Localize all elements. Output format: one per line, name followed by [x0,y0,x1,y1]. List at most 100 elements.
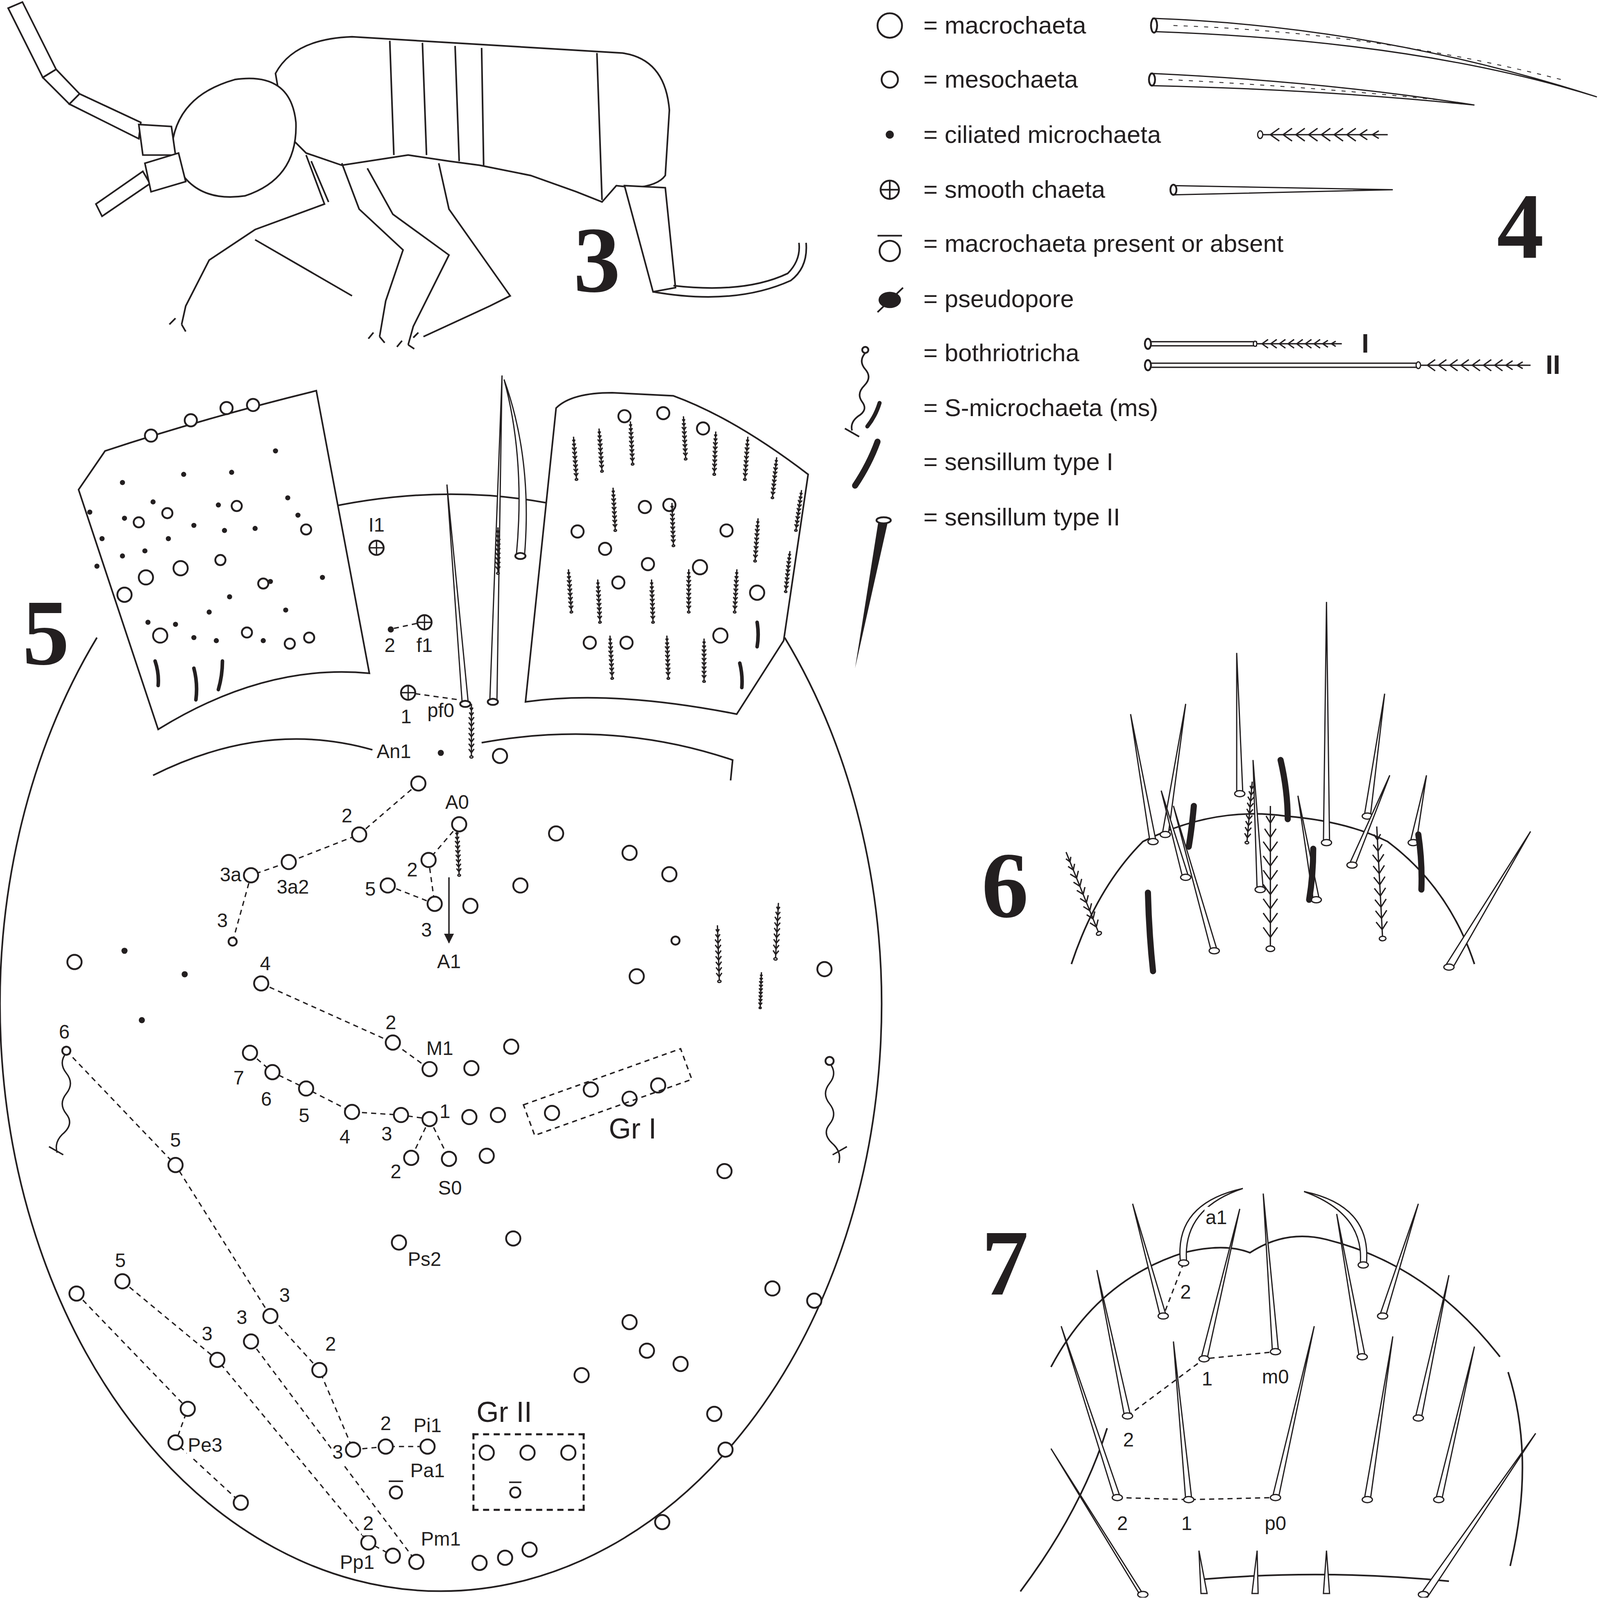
chaeta-label: 2 [340,804,354,828]
labial-detail [1358,1262,1369,1269]
head-chaetotaxy [479,1445,495,1461]
head-chaetotaxy [650,1078,666,1093]
sensilla-detail [1130,714,1156,842]
antenna-chaetae [657,407,670,420]
labial-detail [1251,1550,1258,1594]
antenna-chaetae [686,569,691,614]
sensilla-detail [1062,850,1104,938]
head-chaetotaxy [253,976,269,991]
antenna-chaetae [94,563,100,569]
antenna-chaetae [638,500,651,514]
head-chaetotaxy [490,1108,506,1123]
antenna-chaetae [495,527,501,575]
head-chaetotaxy [492,748,508,764]
antenna-chaetae [181,471,186,477]
chaeta-label: 2 [362,1513,375,1536]
antenna-chaetae [696,422,710,435]
chaeta-label: S0 [437,1177,463,1201]
antenna-chaetae [610,487,618,532]
head-chaetotaxy [765,1281,780,1297]
chaeta-label: 2 [1179,1281,1193,1305]
legend-symbols [877,287,903,313]
legend-symbols [885,130,894,139]
antenna-chaetae [241,627,252,638]
sensilla-detail [1348,775,1390,866]
antenna-chaetae [145,429,158,442]
head-chaetotaxy [520,1445,535,1461]
habitus-drawing [95,171,150,217]
head-chaetotaxy [251,1341,417,1563]
antenna-chaetae [191,635,197,641]
labial-detail [1178,1260,1189,1267]
chaeta-label: 5 [364,878,377,902]
head-chaetotaxy [452,817,467,832]
head-outline [78,390,370,730]
chaeta-label: A1 [436,951,463,974]
head-chaetotaxy [427,897,442,912]
chaeta-label: 1 [438,1101,451,1124]
head-chaetotaxy [232,783,419,942]
habitus-drawing [341,163,403,343]
head-outline [525,392,809,715]
habitus-drawing [624,185,676,292]
head-chaetotaxy [69,1286,84,1301]
antenna-chaetae [742,436,751,481]
chaeta-label: 3 [200,1323,214,1347]
habitus-drawing [413,163,511,338]
chaeta-label: 5 [113,1249,127,1273]
group-outline [518,1038,698,1147]
antenna-chaetae [87,375,804,759]
head-chaetotaxy [401,685,416,701]
chaeta-label: 2 [384,1012,397,1035]
chaeta-label: 2 [389,1161,403,1184]
head-chaetotaxy [168,1158,183,1173]
head-chaetotaxy [817,962,832,977]
antenna-chaetae [702,638,707,683]
sensilla-detail [1445,831,1531,970]
chaeta-label: M1 [425,1037,455,1061]
chaeta-label: 2 [405,858,419,882]
antenna-chaetae [681,416,688,461]
head-chaetotaxy [422,1062,437,1077]
antenna-chaetae [258,578,269,589]
head-chaetotaxy [673,1357,688,1372]
head-chaetotaxy [825,1063,847,1164]
antenna-chaetae [226,594,232,600]
head-chaetotaxy [168,1435,183,1451]
legend-symbols [845,353,869,437]
chaeta-label: 3 [420,919,433,942]
figure-number: 4 [1495,172,1546,281]
labial-detail [1122,1413,1133,1420]
chaeta-label: An1 [375,740,413,764]
head-chaetotaxy [622,845,637,861]
antenna-chaetae [285,495,291,501]
antenna-chaetae [120,553,125,559]
labial-detail [1415,1275,1449,1419]
habitus-drawing [171,78,296,198]
legend-symbols [1151,73,1475,105]
head-chaetotaxy [243,1334,259,1349]
head-chaetotaxy [62,1047,71,1056]
habitus-drawing [8,2,807,350]
head-chaetotaxy [242,1045,258,1061]
legend-entry: = bothriotricha [923,338,1080,368]
antenna-chaetae [720,524,733,537]
labial-detail [1112,1494,1123,1501]
head-chaetotaxy [717,1164,732,1179]
chaeta-label: 2 [1115,1513,1129,1536]
antenna-chaetae [222,528,227,533]
labial-detail [1336,1214,1366,1358]
head-chaetotaxy [825,1057,834,1066]
chaeta-label: 3 [380,1123,393,1147]
legend-symbols [1170,184,1177,195]
antenna-chaetae [468,704,474,759]
habitus-drawing [169,155,325,332]
antenna-chaetae [220,401,233,415]
labial-detail [1198,1356,1210,1363]
antenna-chaetae [319,575,325,581]
head-chaetotaxy [67,955,82,970]
legend-symbols [1257,128,1388,141]
legend-entry: = sensillum type I [923,448,1114,477]
legend-symbols [1151,18,1158,33]
